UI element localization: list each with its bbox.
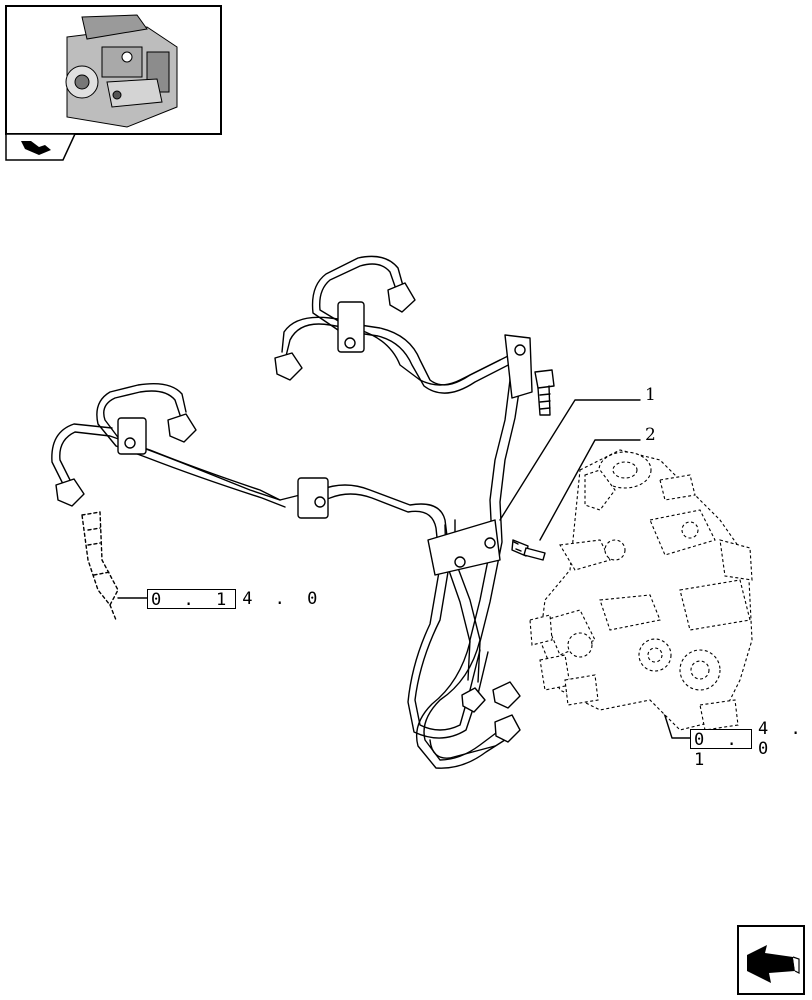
pipe-clamp-mid	[297, 477, 329, 519]
section-reference-rest: 4 . 0	[242, 589, 324, 609]
injection-pipe-3	[103, 390, 301, 501]
section-reference-boxed: 0 . 1	[147, 589, 237, 610]
callout-1: 1	[645, 385, 656, 405]
pipe-clamp-top	[337, 301, 365, 353]
pump-nut-3	[461, 687, 486, 713]
injector-nut-4	[55, 478, 85, 507]
injector-nut-3	[167, 413, 197, 443]
injection-pipe-2	[284, 323, 501, 386]
section-reference-injector[interactable]: 0 . 1 4 . 0	[147, 589, 324, 610]
injector-nut-1	[387, 282, 416, 313]
pipe-clamp-left	[117, 417, 147, 455]
engine-section-tab-icon	[5, 133, 77, 161]
injection-pipe-lower	[429, 739, 496, 759]
engine-thumbnail-icon	[65, 14, 178, 128]
callout-2-leader	[539, 439, 641, 541]
injection-pipe-long-3	[423, 519, 501, 761]
injection-pipe-long-1	[299, 484, 481, 731]
bolt-2	[511, 539, 546, 561]
injector-nut-2	[274, 352, 303, 381]
next-page-arrow-icon	[747, 945, 800, 983]
injection-pump	[529, 449, 753, 731]
callout-2: 2	[645, 425, 656, 445]
injection-pipe-4	[59, 431, 281, 501]
next-page-button[interactable]	[737, 925, 805, 995]
pump-nut-2	[494, 714, 521, 743]
injection-pipe-long-2	[467, 379, 511, 681]
bolt-clamp-right	[534, 369, 555, 416]
section-reference-pump[interactable]: 0 . 1 4 . 0	[690, 719, 812, 770]
pipe-clamp-lower	[427, 519, 501, 576]
section-reference-rest: 4 . 0	[758, 719, 807, 759]
pump-nut-1	[492, 681, 521, 709]
engine-section-tab[interactable]	[5, 133, 77, 165]
section-reference-boxed: 0 . 1	[690, 729, 752, 770]
engine-thumbnail	[5, 5, 222, 135]
callout-1-leader	[499, 399, 641, 521]
injector-body	[81, 511, 119, 621]
